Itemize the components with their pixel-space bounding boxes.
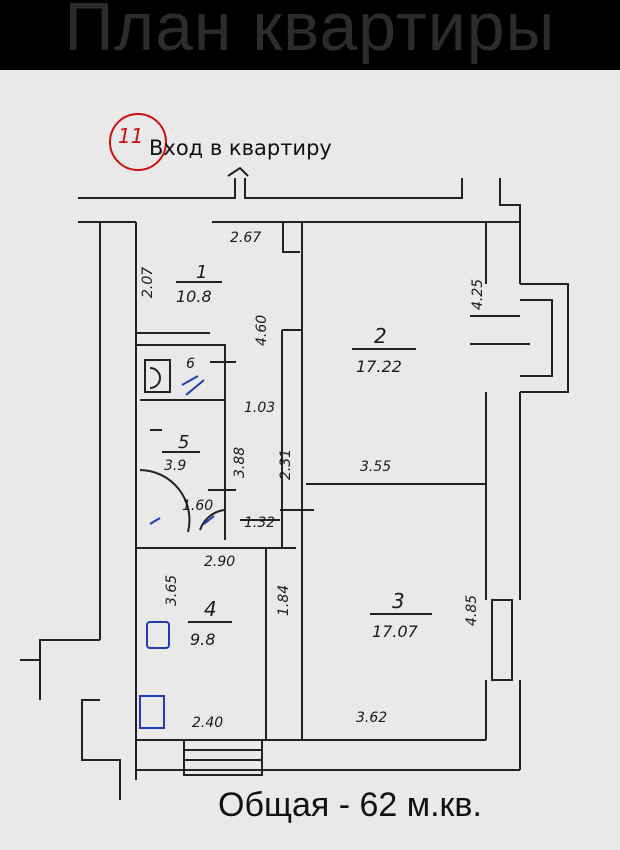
door-arc-1 [139, 469, 191, 533]
left-wall [99, 222, 137, 780]
room-2-number: 2 [374, 324, 387, 348]
dim-1-84: 1.84 [276, 585, 292, 616]
title-bar: План квартиры [0, 0, 620, 70]
sink-icon [139, 695, 165, 729]
dim-1-60: 1.60 [182, 498, 213, 514]
room-6-number: 6 [186, 356, 195, 372]
dim-2-31: 2.31 [278, 449, 294, 480]
room-3-area: 17.07 [372, 622, 419, 641]
balcony-door [470, 315, 530, 345]
dim-3-55: 3.55 [360, 459, 391, 475]
bath-fixture-icon [181, 375, 205, 396]
entrance-label: Вход в квартиру [149, 136, 332, 160]
dim-2-40: 2.40 [192, 715, 223, 731]
top-wall-outer [78, 178, 463, 199]
total-area-label: Общая - 62 м.кв. [218, 786, 482, 824]
room-3-number: 3 [392, 589, 405, 613]
apartment-stamp-icon [109, 113, 167, 171]
dim-3-88: 3.88 [232, 447, 248, 478]
room-4-number: 4 [204, 597, 217, 621]
toilet-icon [144, 359, 171, 393]
room-4-area: 9.8 [190, 630, 215, 649]
dim-4-85: 4.85 [464, 595, 480, 626]
room-5-number: 5 [178, 432, 189, 453]
bath-wall [136, 344, 226, 540]
room-1-number: 1 [196, 262, 207, 283]
dim-2-90: 2.90 [204, 554, 235, 570]
page-title: План квартиры [64, 0, 556, 65]
door-arc-2 [199, 509, 225, 531]
right-wall [485, 222, 521, 770]
entrance-mark [227, 166, 249, 177]
corridor-walls [265, 329, 302, 740]
dim-1-32: 1.32 [244, 515, 275, 531]
room-5-area: 3.9 [164, 458, 186, 474]
dim-3-62: 3.62 [356, 710, 387, 726]
dim-4-25: 4.25 [470, 279, 486, 310]
dim-ticks [208, 361, 314, 521]
dim-3-65: 3.65 [164, 575, 180, 606]
top-right-corner [461, 178, 521, 284]
room-2-area: 17.22 [356, 357, 402, 376]
door-arrow-icons [149, 515, 215, 525]
room-1-area: 10.8 [176, 287, 212, 306]
dim-1-03: 1.03 [244, 400, 275, 416]
hall-niche [282, 222, 300, 253]
bottom-stair [183, 740, 263, 776]
dim-2-07: 2.07 [140, 267, 156, 298]
stove-icon [146, 621, 170, 649]
left-steps [20, 639, 121, 800]
apartment-number: 11 [118, 124, 143, 148]
dim-4-60: 4.60 [254, 315, 270, 346]
window-lower [491, 599, 513, 681]
balcony [520, 283, 569, 393]
bottom-wall [136, 739, 520, 771]
dim-2-67: 2.67 [230, 230, 261, 246]
